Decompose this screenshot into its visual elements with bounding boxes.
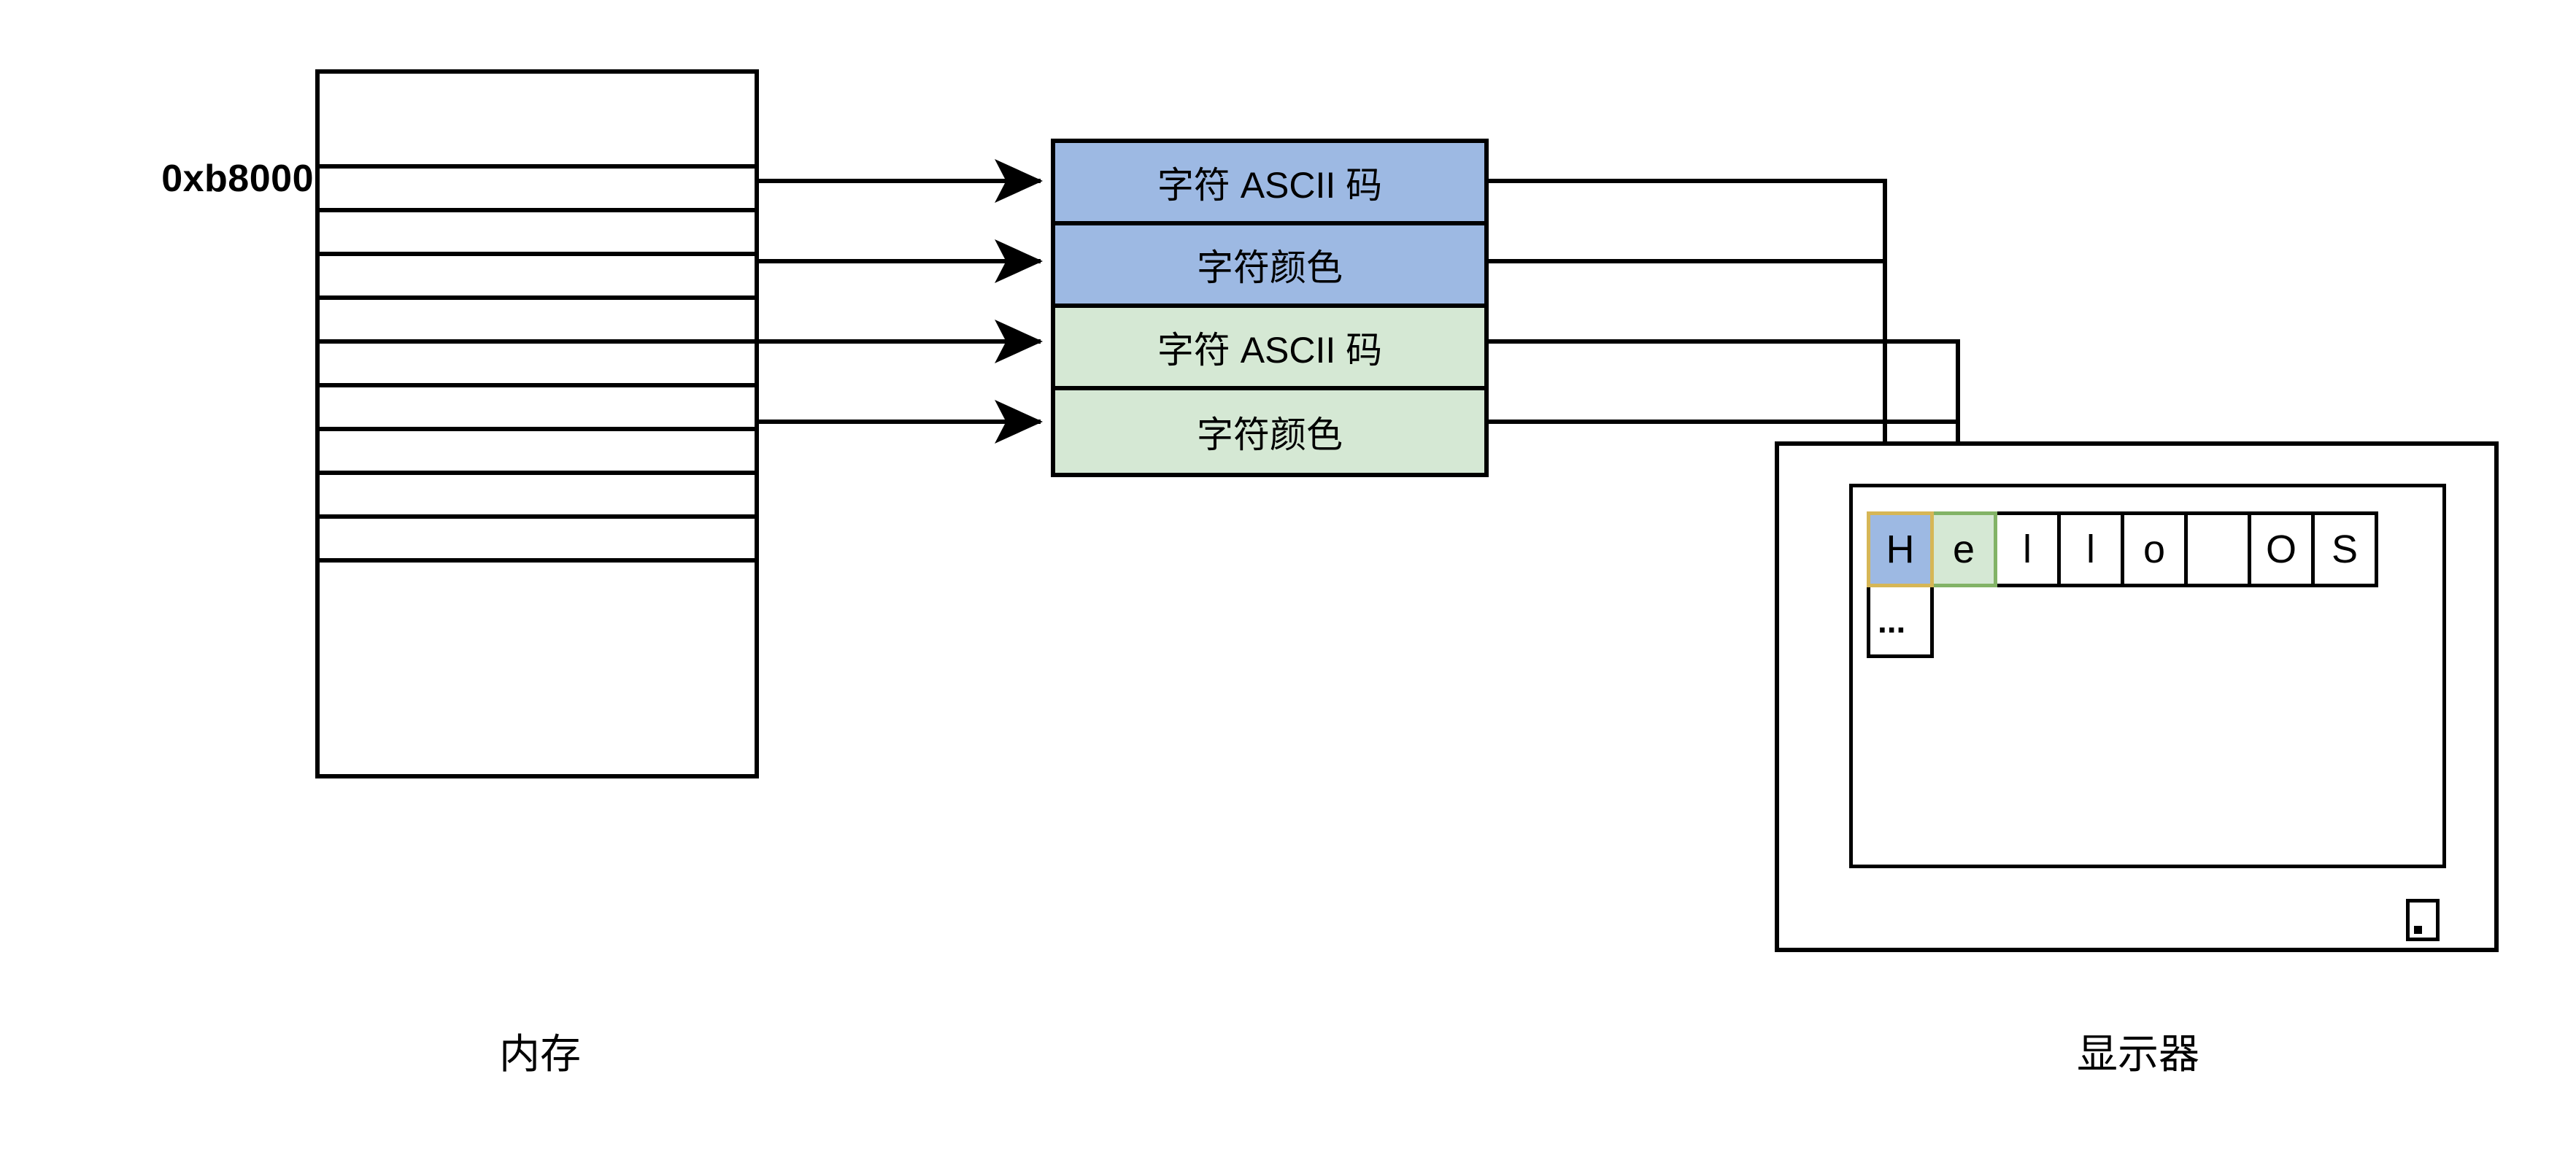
power-indicator-dot <box>2414 926 2422 934</box>
attr-cell-char-color-2: 字符颜色 <box>1055 390 1484 473</box>
memory-address-label: 0xb8000 <box>161 158 314 200</box>
memory-cell <box>320 475 755 519</box>
memory-cell <box>320 519 755 563</box>
memory-cell <box>320 212 755 256</box>
attr-cell-char-ascii-1: 字符 ASCII 码 <box>1055 143 1484 225</box>
memory-caption: 内存 <box>499 1031 581 1077</box>
screen-char-cell: S <box>2311 511 2378 587</box>
screen-character-row: H e l l o O S <box>1867 511 2378 587</box>
attr-cell-char-ascii-2: 字符 ASCII 码 <box>1055 308 1484 390</box>
memory-cell <box>320 300 755 344</box>
screen-continuation-cell: ... <box>1867 584 1934 658</box>
screen-char-cell: O <box>2248 511 2315 587</box>
memory-cell <box>320 169 755 212</box>
screen-char-cell: l <box>2057 511 2124 587</box>
screen-char-cell: l <box>1994 511 2061 587</box>
memory-cell <box>320 431 755 475</box>
memory-to-attr-arrows <box>759 159 1043 444</box>
memory-cell <box>320 344 755 387</box>
memory-cell <box>320 74 755 169</box>
screen-char-cell <box>2184 511 2251 587</box>
memory-cell <box>320 387 755 431</box>
memory-column <box>315 69 759 778</box>
screen-char-cell: H <box>1867 511 1934 587</box>
monitor-caption: 显示器 <box>2077 1031 2199 1077</box>
power-indicator-icon <box>2406 899 2440 941</box>
attr-cell-char-color-1: 字符颜色 <box>1055 225 1484 308</box>
screen-char-cell: e <box>1930 511 1997 587</box>
memory-cell <box>320 256 755 300</box>
attribute-cell-stack: 字符 ASCII 码 字符颜色 字符 ASCII 码 字符颜色 <box>1051 139 1489 477</box>
memory-cell <box>320 563 755 774</box>
screen-char-cell: o <box>2121 511 2188 587</box>
